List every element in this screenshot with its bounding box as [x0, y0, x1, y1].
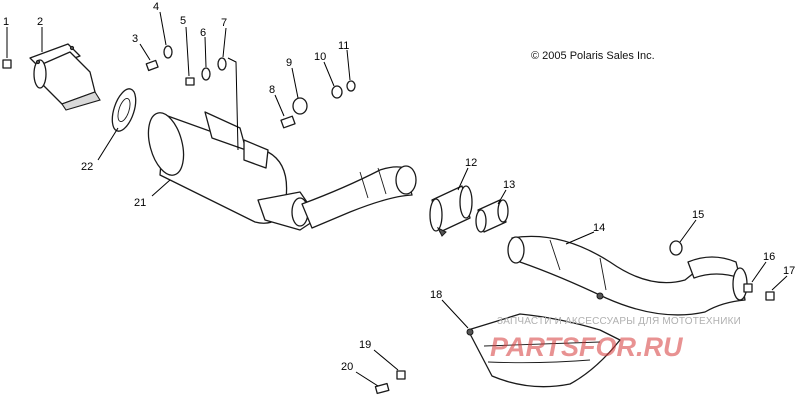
callout-19: 19	[359, 339, 371, 351]
part-19-nut	[396, 370, 406, 380]
callout-20: 20	[341, 361, 353, 373]
part-1-nut	[2, 59, 12, 69]
part-15-washer	[669, 240, 683, 256]
callout-5: 5	[180, 15, 186, 27]
callout-4: 4	[153, 1, 159, 13]
callout-7: 7	[221, 17, 227, 29]
callout-13: 13	[503, 179, 515, 191]
part-6-washer	[201, 67, 211, 81]
part-11-nut	[346, 80, 356, 92]
callout-8: 8	[269, 84, 275, 96]
watermark-caption: ЗАПЧАСТИ И АКСЕССУАРЫ ДЛЯ МОТОТЕХНИКИ	[497, 316, 741, 327]
part-20-bolt	[374, 382, 390, 395]
callout-12: 12	[465, 157, 477, 169]
part-13-seal	[475, 199, 509, 233]
part-16-nut	[743, 283, 753, 293]
part-17-nut	[765, 291, 775, 301]
part-10-washer	[331, 85, 343, 99]
head-pipe-upper	[301, 165, 417, 229]
callout-16: 16	[763, 251, 775, 263]
part-22-gasket	[111, 88, 137, 132]
leader-lines	[6, 11, 788, 387]
part-12-clamp	[429, 185, 473, 237]
callout-6: 6	[200, 27, 206, 39]
part-9-grommet	[292, 97, 308, 115]
part-7-nut	[217, 57, 227, 71]
part-3-bolt	[145, 59, 159, 72]
callout-18: 18	[430, 289, 442, 301]
callout-15: 15	[692, 209, 704, 221]
callout-3: 3	[132, 33, 138, 45]
copyright-text: © 2005 Polaris Sales Inc.	[531, 50, 655, 62]
part-21-muffler	[147, 111, 319, 231]
part-8-bushing	[280, 115, 296, 129]
callout-14: 14	[593, 222, 605, 234]
callout-17: 17	[783, 265, 795, 277]
part-18-heat-shield	[466, 313, 621, 388]
callout-22: 22	[81, 161, 93, 173]
callout-10: 10	[314, 51, 326, 63]
callout-21: 21	[134, 197, 146, 209]
part-2-outlet-flange	[29, 43, 101, 111]
callout-labels: 1 2 3 4 5 6 7 8 9 10 11 12 13 14 15 16 1…	[3, 1, 795, 373]
callout-9: 9	[286, 57, 292, 69]
part-14-head-pipe	[507, 235, 748, 316]
hardware	[2, 45, 775, 395]
callout-1: 1	[3, 16, 9, 28]
callout-2: 2	[37, 16, 43, 28]
callout-11: 11	[338, 40, 349, 52]
part-5-bolt	[185, 77, 195, 86]
watermark-logo: PARTSFOR.RU	[490, 332, 684, 362]
part-4-washer	[163, 45, 173, 59]
